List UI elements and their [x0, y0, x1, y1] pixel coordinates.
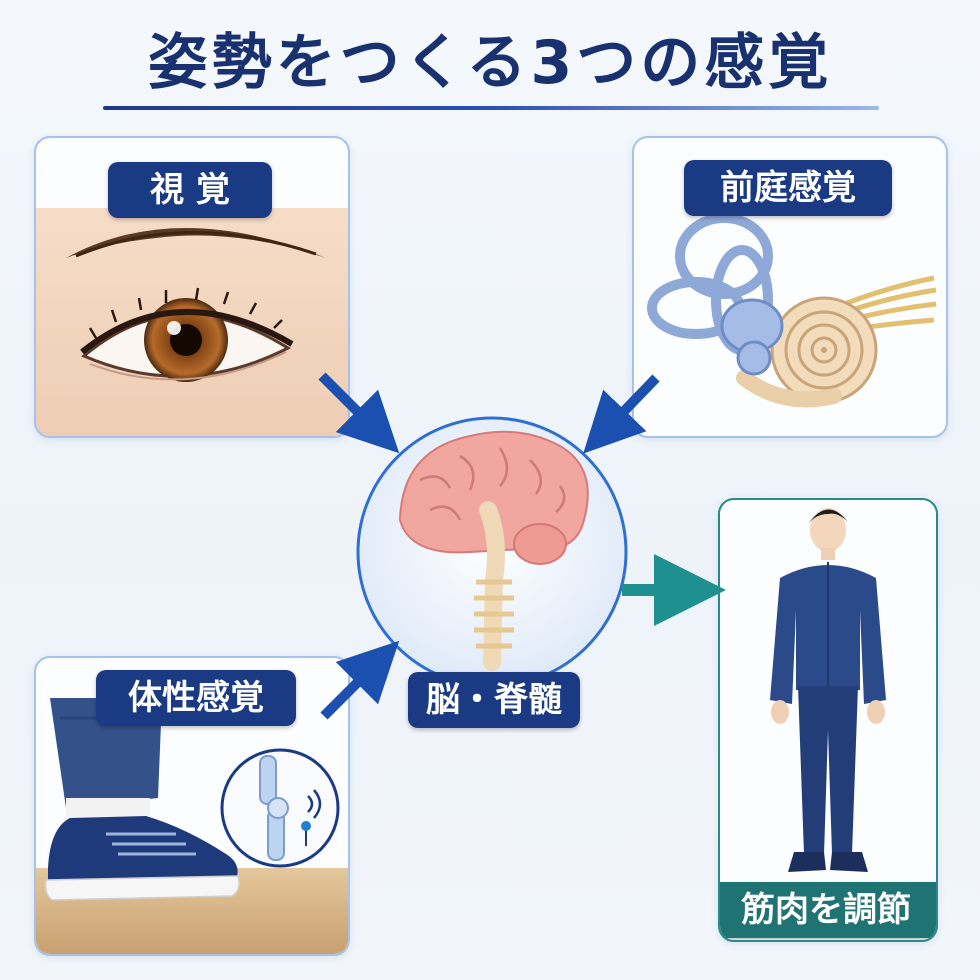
vision-label: 視 覚: [108, 162, 272, 218]
brain-label: 脳・脊髄: [408, 672, 580, 728]
eye-icon: [36, 208, 348, 436]
page-title: 姿勢をつくる3つの感覚: [147, 28, 833, 98]
vestibular-label: 前庭感覚: [684, 160, 892, 216]
title-underline: [103, 106, 879, 110]
arrow-vestibular-to-brain: [583, 374, 660, 454]
person-panel: 筋肉を調節: [718, 498, 938, 942]
arrow-vision-to-brain: [318, 372, 400, 454]
arrow-somatosensory-to-brain: [320, 640, 400, 720]
somatosensory-label: 体性感覚: [96, 670, 296, 726]
inner-ear-icon: [647, 213, 937, 408]
standing-person-icon: [770, 508, 886, 872]
vision-panel: 視 覚: [34, 136, 350, 438]
knee-joint-inset-icon: [220, 748, 340, 868]
muscle-label: 筋肉を調節: [720, 882, 936, 938]
vestibular-panel: 前庭感覚: [632, 136, 948, 438]
somatosensory-panel: 体性感覚: [34, 656, 350, 956]
